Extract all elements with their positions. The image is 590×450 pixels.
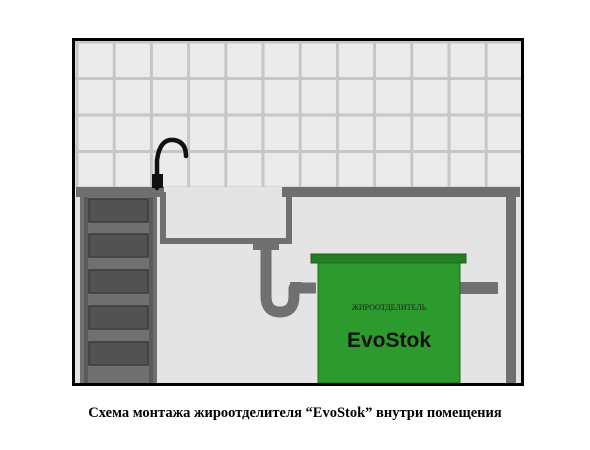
drawer bbox=[88, 305, 149, 330]
separator-small-label: ЖИРООТДЕЛИТЕЛЬ bbox=[352, 303, 427, 312]
separator-brand-label: EvoStok bbox=[347, 329, 431, 352]
separator-body bbox=[317, 262, 461, 384]
siphon-trap-icon bbox=[253, 244, 316, 318]
countertop-right bbox=[282, 187, 520, 197]
drawer bbox=[88, 341, 149, 366]
diagram-frame bbox=[72, 38, 524, 386]
drawer-cabinet bbox=[80, 197, 157, 383]
faucet-icon bbox=[152, 137, 189, 191]
drawer bbox=[88, 269, 149, 294]
sink-basin bbox=[160, 192, 292, 244]
cabinet-leg-right bbox=[506, 197, 516, 383]
tiled-wall bbox=[75, 40, 521, 187]
diagram-caption: Схема монтажа жироотделителя “EvoStok” в… bbox=[88, 405, 502, 421]
separator-lid bbox=[310, 253, 467, 264]
drawer bbox=[88, 233, 149, 258]
outlet-pipe bbox=[460, 282, 498, 294]
grease-separator: ЖИРООТДЕЛИТЕЛЬ EvoStok bbox=[310, 253, 467, 384]
countertop-left bbox=[76, 187, 164, 197]
drawer bbox=[88, 198, 149, 223]
